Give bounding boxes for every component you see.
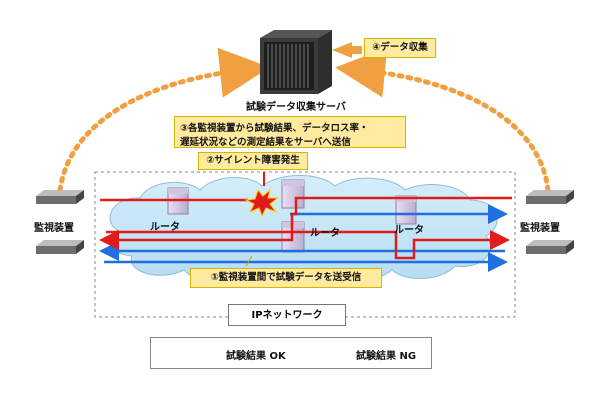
server-icon <box>260 30 332 94</box>
data-collection-pointer <box>332 42 362 58</box>
silent-failure-callout: ②サイレント障害発生 <box>198 152 308 170</box>
router-center-label: ルータ <box>310 228 340 239</box>
server-label: 試験データ収集サーバ <box>246 102 346 113</box>
router-right-icon <box>395 195 417 225</box>
send-results-line1: ③各監視装置から試験結果、データロス率・ <box>180 123 369 134</box>
collection-arrow-right <box>335 47 551 193</box>
monitor-right-bottom-icon <box>526 240 574 254</box>
send-receive-pointer <box>245 255 253 267</box>
router-left-label: ルータ <box>150 222 180 233</box>
data-collection-callout: ④データ収集 <box>364 38 436 58</box>
network-label: IPネットワーク <box>228 304 346 326</box>
legend-ng-label: 試験結果 NG <box>356 351 417 362</box>
legend-ok-label: 試験結果 OK <box>226 351 286 362</box>
failure-burst-icon <box>244 188 280 218</box>
monitor-left-top-icon <box>36 190 84 204</box>
ng-flow-lower-right <box>106 230 510 260</box>
send-results-callout: ③各監視装置から試験結果、データロス率・ 遅延状況などの測定結果をサーバへ送信 <box>174 116 406 148</box>
router-upper-icon <box>281 179 305 209</box>
monitor-left-label: 監視装置 <box>34 223 74 234</box>
monitor-right-top-icon <box>526 190 574 204</box>
legend <box>150 337 432 369</box>
send-results-line2: 遅延状況などの測定結果をサーバへ送信 <box>180 137 351 148</box>
monitor-right-label: 監視装置 <box>520 223 560 234</box>
send-receive-callout: ①監視装置間で試験データを送受信 <box>190 268 382 288</box>
monitor-left-bottom-icon <box>36 240 84 254</box>
collection-arrow-left <box>57 47 270 193</box>
ng-flow-upper-right <box>99 196 512 250</box>
router-right-label: ルータ <box>394 225 424 236</box>
